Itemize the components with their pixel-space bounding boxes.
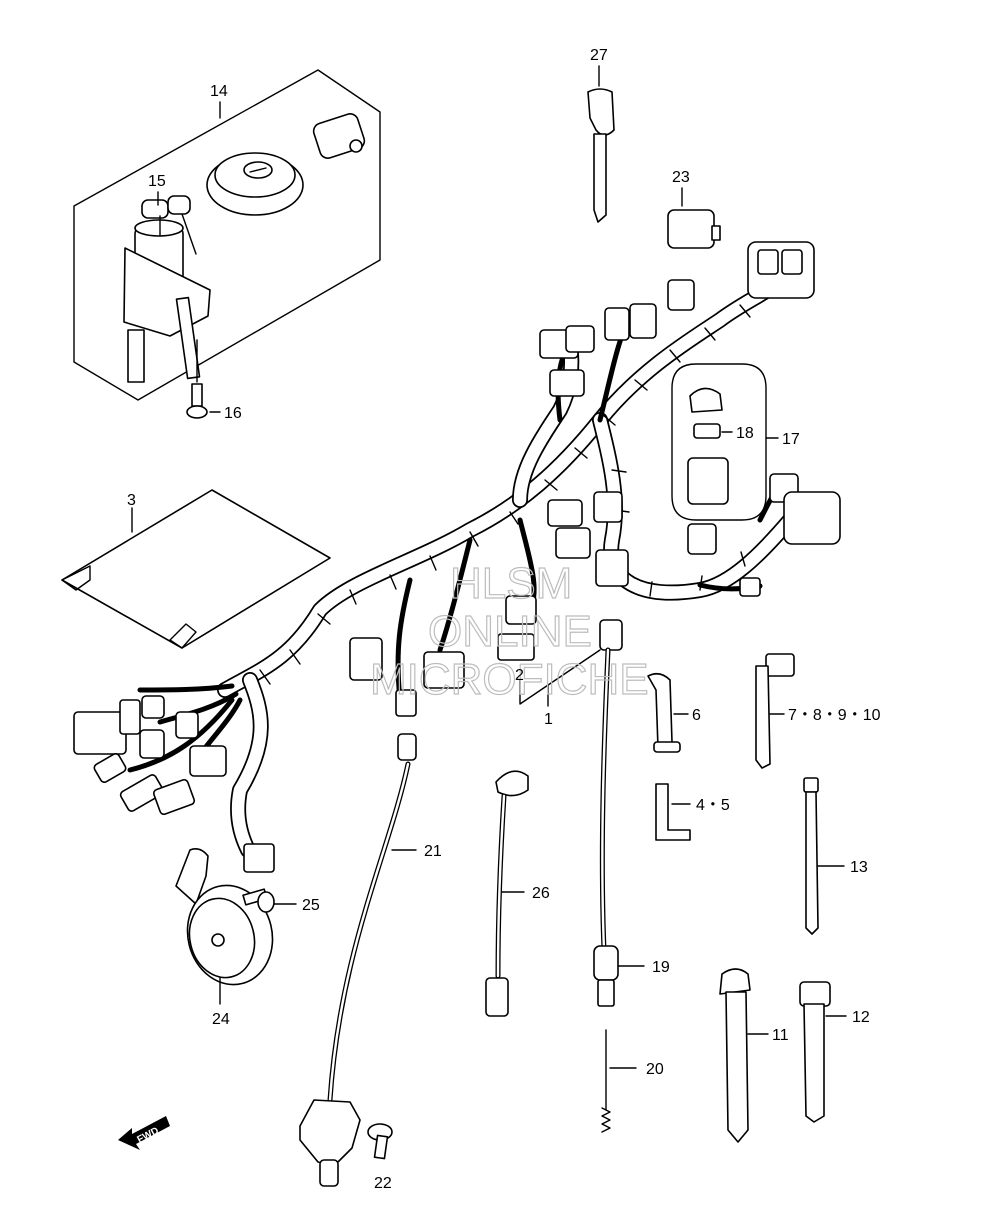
callout-20: 20 <box>646 1061 664 1078</box>
key-blank-27 <box>587 65 615 223</box>
horn-24 <box>175 848 274 1005</box>
callout-7-10: 7・8・9・10 <box>788 707 881 724</box>
callout-14: 14 <box>210 83 228 100</box>
watermark-line3: MICROFICHE <box>370 655 649 704</box>
instruction-sheet-3 <box>61 489 331 649</box>
callout-2: 2 <box>515 667 524 684</box>
watermark: HLSM ONLINE MICROFICHE <box>369 558 649 704</box>
callout-1: 1 <box>544 711 553 728</box>
ignition-switch-set-group <box>73 69 381 419</box>
keys <box>141 195 197 255</box>
callout-26: 26 <box>532 885 550 902</box>
callout-18: 18 <box>736 425 754 442</box>
callout-19: 19 <box>652 959 670 976</box>
callout-17: 17 <box>782 431 800 448</box>
clamp-6 <box>647 672 689 753</box>
switch-lead-21 <box>299 733 417 1187</box>
clamp-band-11 <box>719 968 769 1143</box>
main-wiring-harness <box>73 241 841 873</box>
callout-4-5: 4・5 <box>696 797 730 814</box>
lock-cylinder <box>312 113 366 159</box>
relay-23 <box>667 187 721 249</box>
callout-22: 22 <box>374 1175 392 1192</box>
fuel-cap <box>206 152 304 216</box>
ignition-switch <box>123 195 211 383</box>
bolt-25 <box>242 888 297 913</box>
bracket-4-5 <box>655 783 691 841</box>
screw-22 <box>367 1123 393 1160</box>
screw-16 <box>186 339 208 419</box>
callout-23: 23 <box>672 169 690 186</box>
cable-tie-13 <box>803 777 845 935</box>
band-12 <box>799 981 847 1123</box>
callout-13: 13 <box>850 859 868 876</box>
callout-11: 11 <box>772 1027 789 1044</box>
watermark-line1: HLSM <box>450 559 572 608</box>
callout-21: 21 <box>424 843 442 860</box>
group-box-14 <box>73 69 381 401</box>
callout-27: 27 <box>590 47 608 64</box>
fwd-direction-badge: FWD <box>118 1116 170 1150</box>
callout-6: 6 <box>692 707 701 724</box>
callout-3: 3 <box>127 492 136 509</box>
callout-25: 25 <box>302 897 320 914</box>
callout-16: 16 <box>224 405 242 422</box>
fwd-label: FWD <box>136 1125 161 1145</box>
harness-connectors <box>73 241 841 873</box>
sensor-26 <box>485 770 529 1017</box>
clip-7-10 <box>755 653 795 769</box>
callout-24: 24 <box>212 1011 230 1028</box>
sensor-19 <box>593 647 645 1007</box>
watermark-line2: ONLINE <box>428 607 592 656</box>
spring-20 <box>601 1029 637 1133</box>
callout-15: 15 <box>148 173 166 190</box>
callout-12: 12 <box>852 1009 870 1026</box>
fuse-box-group <box>671 363 779 521</box>
callouts: 1 2 3 4・5 6 7・8・9・10 11 12 13 14 15 16 1… <box>127 47 881 1192</box>
